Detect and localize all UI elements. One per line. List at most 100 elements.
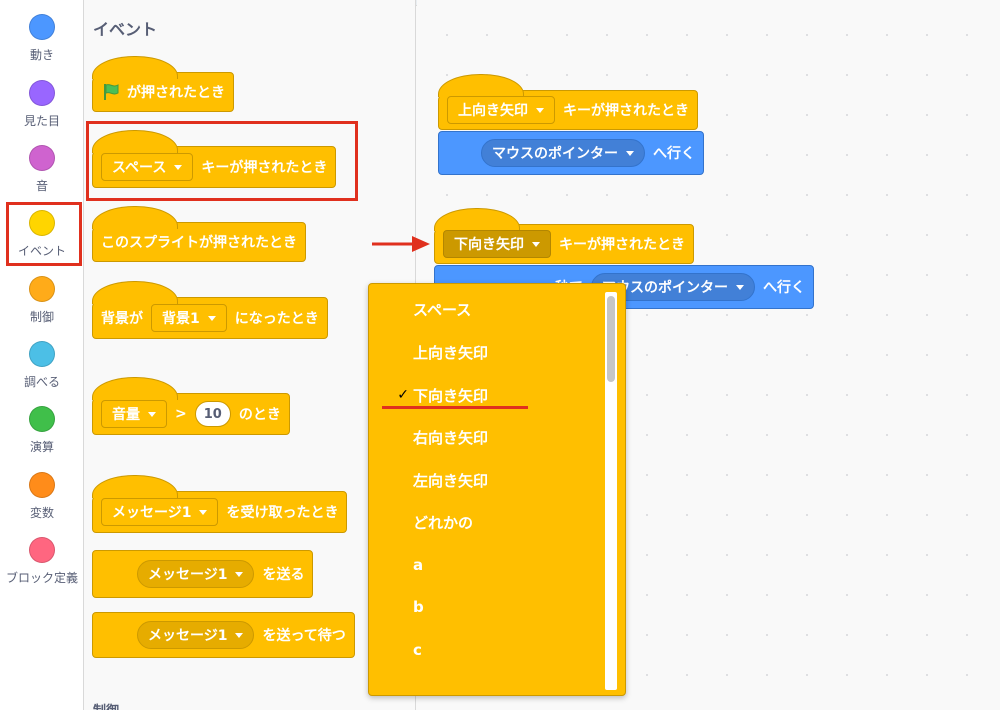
dropdown-option-down-arrow[interactable]: ✓下向き矢印 bbox=[369, 380, 599, 410]
category-label: 調べる bbox=[23, 375, 60, 389]
caret-down-icon bbox=[174, 164, 183, 170]
block-text: キーが押されたとき bbox=[559, 237, 685, 253]
dropdown-value: 背景1 bbox=[162, 311, 200, 327]
when-loudness-greater-block[interactable]: 音量 > 10 のとき bbox=[92, 377, 290, 435]
block-text: が押されたとき bbox=[127, 85, 225, 101]
caret-down-icon bbox=[235, 632, 244, 638]
dropdown-value: 音量 bbox=[112, 407, 140, 423]
control-category-icon bbox=[29, 276, 55, 302]
dropdown-option-any[interactable]: どれかの bbox=[369, 507, 599, 537]
broadcast-and-wait-block[interactable]: メッセージ1 を送って待つ bbox=[92, 612, 355, 658]
target-dropdown[interactable]: マウスのポインター bbox=[481, 139, 645, 167]
message-dropdown[interactable]: メッセージ1 bbox=[137, 621, 255, 649]
dropdown-option-c[interactable]: c bbox=[369, 635, 599, 665]
block-text: このスプライトが押されたとき bbox=[101, 235, 297, 251]
selected-option-underline bbox=[382, 406, 528, 409]
category-variables[interactable]: 変数 bbox=[0, 471, 84, 529]
block-text: 背景が bbox=[101, 311, 143, 327]
operators-category-icon bbox=[29, 406, 55, 432]
category-label: 見た目 bbox=[23, 114, 60, 128]
dropdown-value: 上向き矢印 bbox=[458, 103, 528, 119]
when-key-pressed-block[interactable]: スペース キーが押されたとき bbox=[92, 130, 337, 188]
when-sprite-clicked-block[interactable]: このスプライトが押されたとき bbox=[92, 206, 306, 262]
check-icon: ✓ bbox=[397, 387, 409, 403]
caret-down-icon bbox=[235, 571, 244, 577]
message-dropdown[interactable]: メッセージ1 bbox=[137, 560, 255, 588]
category-my-blocks[interactable]: ブロック定義 bbox=[0, 536, 84, 594]
category-label: 制御 bbox=[29, 310, 54, 324]
option-label: c bbox=[413, 641, 422, 659]
caret-down-icon bbox=[199, 509, 208, 515]
workspace-key-up-hat-block[interactable]: 上向き矢印 キーが押されたとき bbox=[438, 74, 698, 130]
workspace-key-down-hat-block[interactable]: 下向き矢印 キーが押されたとき bbox=[434, 208, 694, 264]
dropdown-option-up-arrow[interactable]: 上向き矢印 bbox=[369, 337, 599, 367]
option-label: スペース bbox=[413, 300, 472, 319]
option-label: 上向き矢印 bbox=[413, 343, 489, 362]
category-label: ブロック定義 bbox=[5, 571, 78, 585]
key-dropdown[interactable]: スペース bbox=[101, 153, 194, 181]
category-operators[interactable]: 演算 bbox=[0, 405, 84, 463]
when-receive-message-block[interactable]: メッセージ1 を受け取ったとき bbox=[92, 475, 348, 533]
sensing-category-icon bbox=[29, 341, 55, 367]
dropdown-scrollbar-track[interactable] bbox=[605, 292, 617, 690]
dropdown-option-left-arrow[interactable]: 左向き矢印 bbox=[369, 465, 599, 495]
caret-down-icon bbox=[536, 107, 544, 113]
category-label: 音 bbox=[35, 179, 48, 193]
dropdown-value: メッセージ1 bbox=[148, 628, 228, 644]
option-label: a bbox=[413, 556, 424, 574]
dropdown-value: 下向き矢印 bbox=[454, 237, 524, 253]
when-backdrop-switches-block[interactable]: 背景が 背景1 になったとき bbox=[92, 281, 328, 339]
category-label: 動き bbox=[29, 48, 54, 62]
key-dropdown-menu: スペース 上向き矢印 ✓下向き矢印 右向き矢印 左向き矢印 どれかの a b c bbox=[368, 283, 626, 696]
variables-category-icon bbox=[29, 472, 55, 498]
sensor-dropdown[interactable]: 音量 bbox=[101, 400, 167, 428]
key-dropdown-open[interactable]: 下向き矢印 bbox=[443, 230, 551, 258]
broadcast-block[interactable]: メッセージ1 を送る bbox=[92, 550, 314, 598]
dropdown-value: メッセージ1 bbox=[112, 505, 192, 521]
caret-down-icon bbox=[207, 315, 216, 321]
key-dropdown[interactable]: 上向き矢印 bbox=[447, 96, 555, 124]
my-blocks-category-icon bbox=[29, 537, 55, 563]
block-text: へ行く bbox=[653, 146, 695, 162]
option-label: 右向き矢印 bbox=[413, 428, 489, 447]
dropdown-option-b[interactable]: b bbox=[369, 592, 599, 622]
motion-category-icon bbox=[29, 14, 55, 40]
message-dropdown[interactable]: メッセージ1 bbox=[101, 498, 219, 526]
category-label: 変数 bbox=[29, 506, 54, 520]
category-control[interactable]: 制御 bbox=[0, 275, 84, 333]
palette-section-title: イベント bbox=[93, 20, 158, 39]
category-sound[interactable]: 音 bbox=[0, 144, 84, 202]
category-sensing[interactable]: 調べる bbox=[0, 340, 84, 398]
dropdown-option-space[interactable]: スペース bbox=[369, 294, 599, 324]
category-label: イベント bbox=[17, 244, 66, 258]
option-label: b bbox=[413, 598, 424, 616]
category-events[interactable]: イベント bbox=[0, 209, 84, 267]
backdrop-dropdown[interactable]: 背景1 bbox=[151, 304, 227, 332]
option-label: 左向き矢印 bbox=[413, 471, 489, 490]
block-text: を受け取ったとき bbox=[226, 505, 339, 521]
category-looks[interactable]: 見た目 bbox=[0, 79, 84, 137]
caret-down-icon bbox=[626, 150, 634, 156]
operator-text: > bbox=[175, 406, 187, 422]
sound-category-icon bbox=[29, 145, 55, 171]
next-section-title: 制御 bbox=[93, 700, 119, 710]
dropdown-value: マウスのポインター bbox=[492, 146, 618, 162]
dropdown-scrollbar-thumb[interactable] bbox=[607, 296, 615, 382]
category-label: 演算 bbox=[29, 440, 54, 454]
dropdown-option-a[interactable]: a bbox=[369, 550, 599, 580]
dropdown-option-right-arrow[interactable]: 右向き矢印 bbox=[369, 422, 599, 452]
when-flag-clicked-block[interactable]: が押されたとき bbox=[92, 56, 234, 112]
dropdown-value: メッセージ1 bbox=[148, 567, 228, 583]
block-text: キーが押されたとき bbox=[201, 160, 328, 176]
option-label: 下向き矢印 bbox=[413, 386, 489, 405]
workspace-go-to-block[interactable]: マウスのポインター へ行く bbox=[438, 131, 704, 175]
category-motion[interactable]: 動き bbox=[0, 13, 84, 71]
highlight-frame-key-block bbox=[86, 121, 358, 201]
threshold-input[interactable]: 10 bbox=[194, 401, 231, 427]
red-arrow-icon bbox=[372, 236, 430, 252]
block-text: へ行く bbox=[763, 280, 805, 296]
caret-down-icon bbox=[532, 241, 540, 247]
block-text: を送る bbox=[262, 567, 305, 583]
block-text: のとき bbox=[238, 407, 281, 423]
option-label: どれかの bbox=[413, 513, 474, 532]
